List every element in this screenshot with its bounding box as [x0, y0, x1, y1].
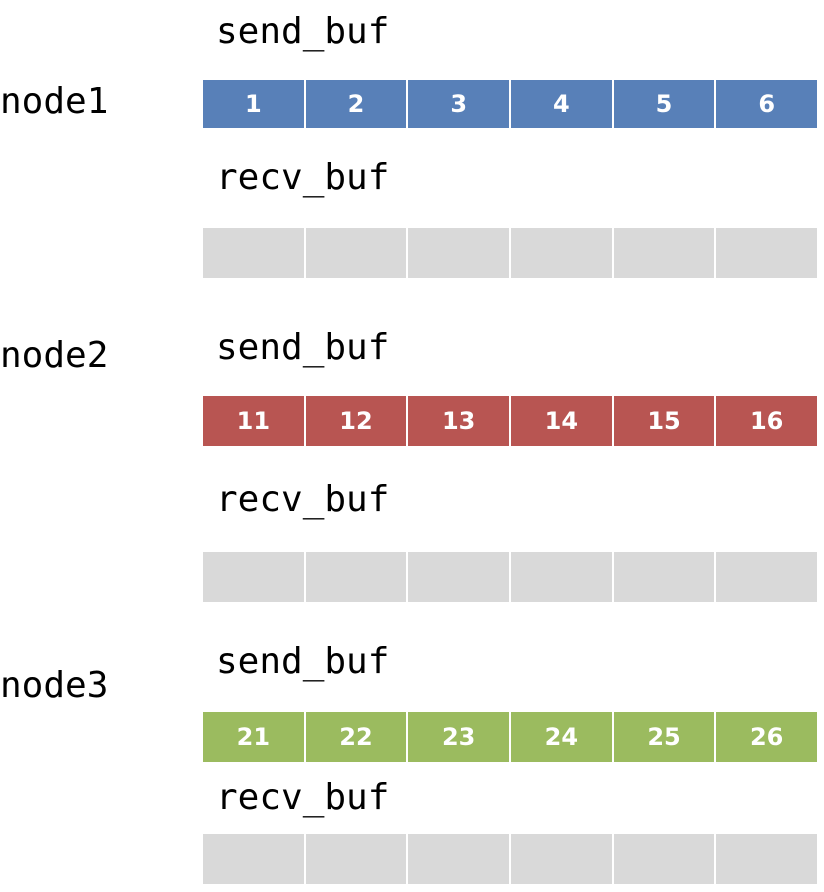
- node1-send-cell: 5: [614, 80, 717, 128]
- node2-recv-cell: [203, 552, 306, 602]
- node3-send-buf-label: send_buf: [216, 641, 390, 682]
- node2-recv-cell: [716, 552, 817, 602]
- node3-send-cell: 26: [749, 723, 784, 751]
- node3-recv-cell: [716, 834, 817, 884]
- node3-recv-cell: [511, 834, 614, 884]
- node3-send-cell: 24: [511, 712, 614, 762]
- node2-label: node2: [0, 335, 109, 376]
- node1-recv-cell: [614, 228, 717, 278]
- node2-recv-cell: [511, 552, 614, 602]
- node3-send-buf: 21 22 23 24 25 26: [203, 712, 817, 762]
- node2-send-cell: 16: [749, 407, 784, 435]
- node2-send-cell: 12: [306, 396, 409, 446]
- node1-send-cell: 1: [203, 80, 306, 128]
- node2-send-buf-label: send_buf: [216, 327, 390, 368]
- node1-recv-cell: [511, 228, 614, 278]
- node1-label: node1: [0, 81, 109, 122]
- node2-send-cell: 14: [511, 396, 614, 446]
- node2-recv-cell: [408, 552, 512, 602]
- node1-send-cell: 4: [511, 80, 614, 128]
- node3-send-cell: 25: [614, 712, 717, 762]
- node1-send-buf: 1 2 3 4 5 6: [203, 80, 817, 128]
- node3-recv-cell: [306, 834, 409, 884]
- node3-send-cell: 22: [306, 712, 409, 762]
- node3-send-cell: 23: [408, 712, 512, 762]
- node2-recv-buf: [203, 552, 817, 602]
- node3-label: node3: [0, 665, 109, 706]
- node1-send-cell: 2: [306, 80, 409, 128]
- node1-recv-cell: [408, 228, 512, 278]
- node2-send-cell: 11: [203, 396, 306, 446]
- node2-send-cell: 13: [408, 396, 512, 446]
- node1-recv-cell: [203, 228, 306, 278]
- node1-send-cell: 3: [408, 80, 512, 128]
- node1-send-buf-label: send_buf: [216, 11, 390, 52]
- node3-send-cell: 21: [203, 712, 306, 762]
- node2-recv-buf-label: recv_buf: [216, 479, 390, 520]
- node1-recv-buf-label: recv_buf: [216, 157, 390, 198]
- node1-recv-cell: [716, 228, 817, 278]
- node3-recv-cell: [614, 834, 717, 884]
- node3-recv-buf-label: recv_buf: [216, 777, 390, 818]
- node3-recv-buf: [203, 834, 817, 884]
- node2-recv-cell: [614, 552, 717, 602]
- node2-send-cell: 15: [614, 396, 717, 446]
- node1-recv-cell: [306, 228, 409, 278]
- node2-recv-cell: [306, 552, 409, 602]
- node3-recv-cell: [408, 834, 512, 884]
- node1-send-cell: 6: [758, 90, 776, 118]
- node2-send-buf: 11 12 13 14 15 16: [203, 396, 817, 446]
- node1-recv-buf: [203, 228, 817, 278]
- node3-recv-cell: [203, 834, 306, 884]
